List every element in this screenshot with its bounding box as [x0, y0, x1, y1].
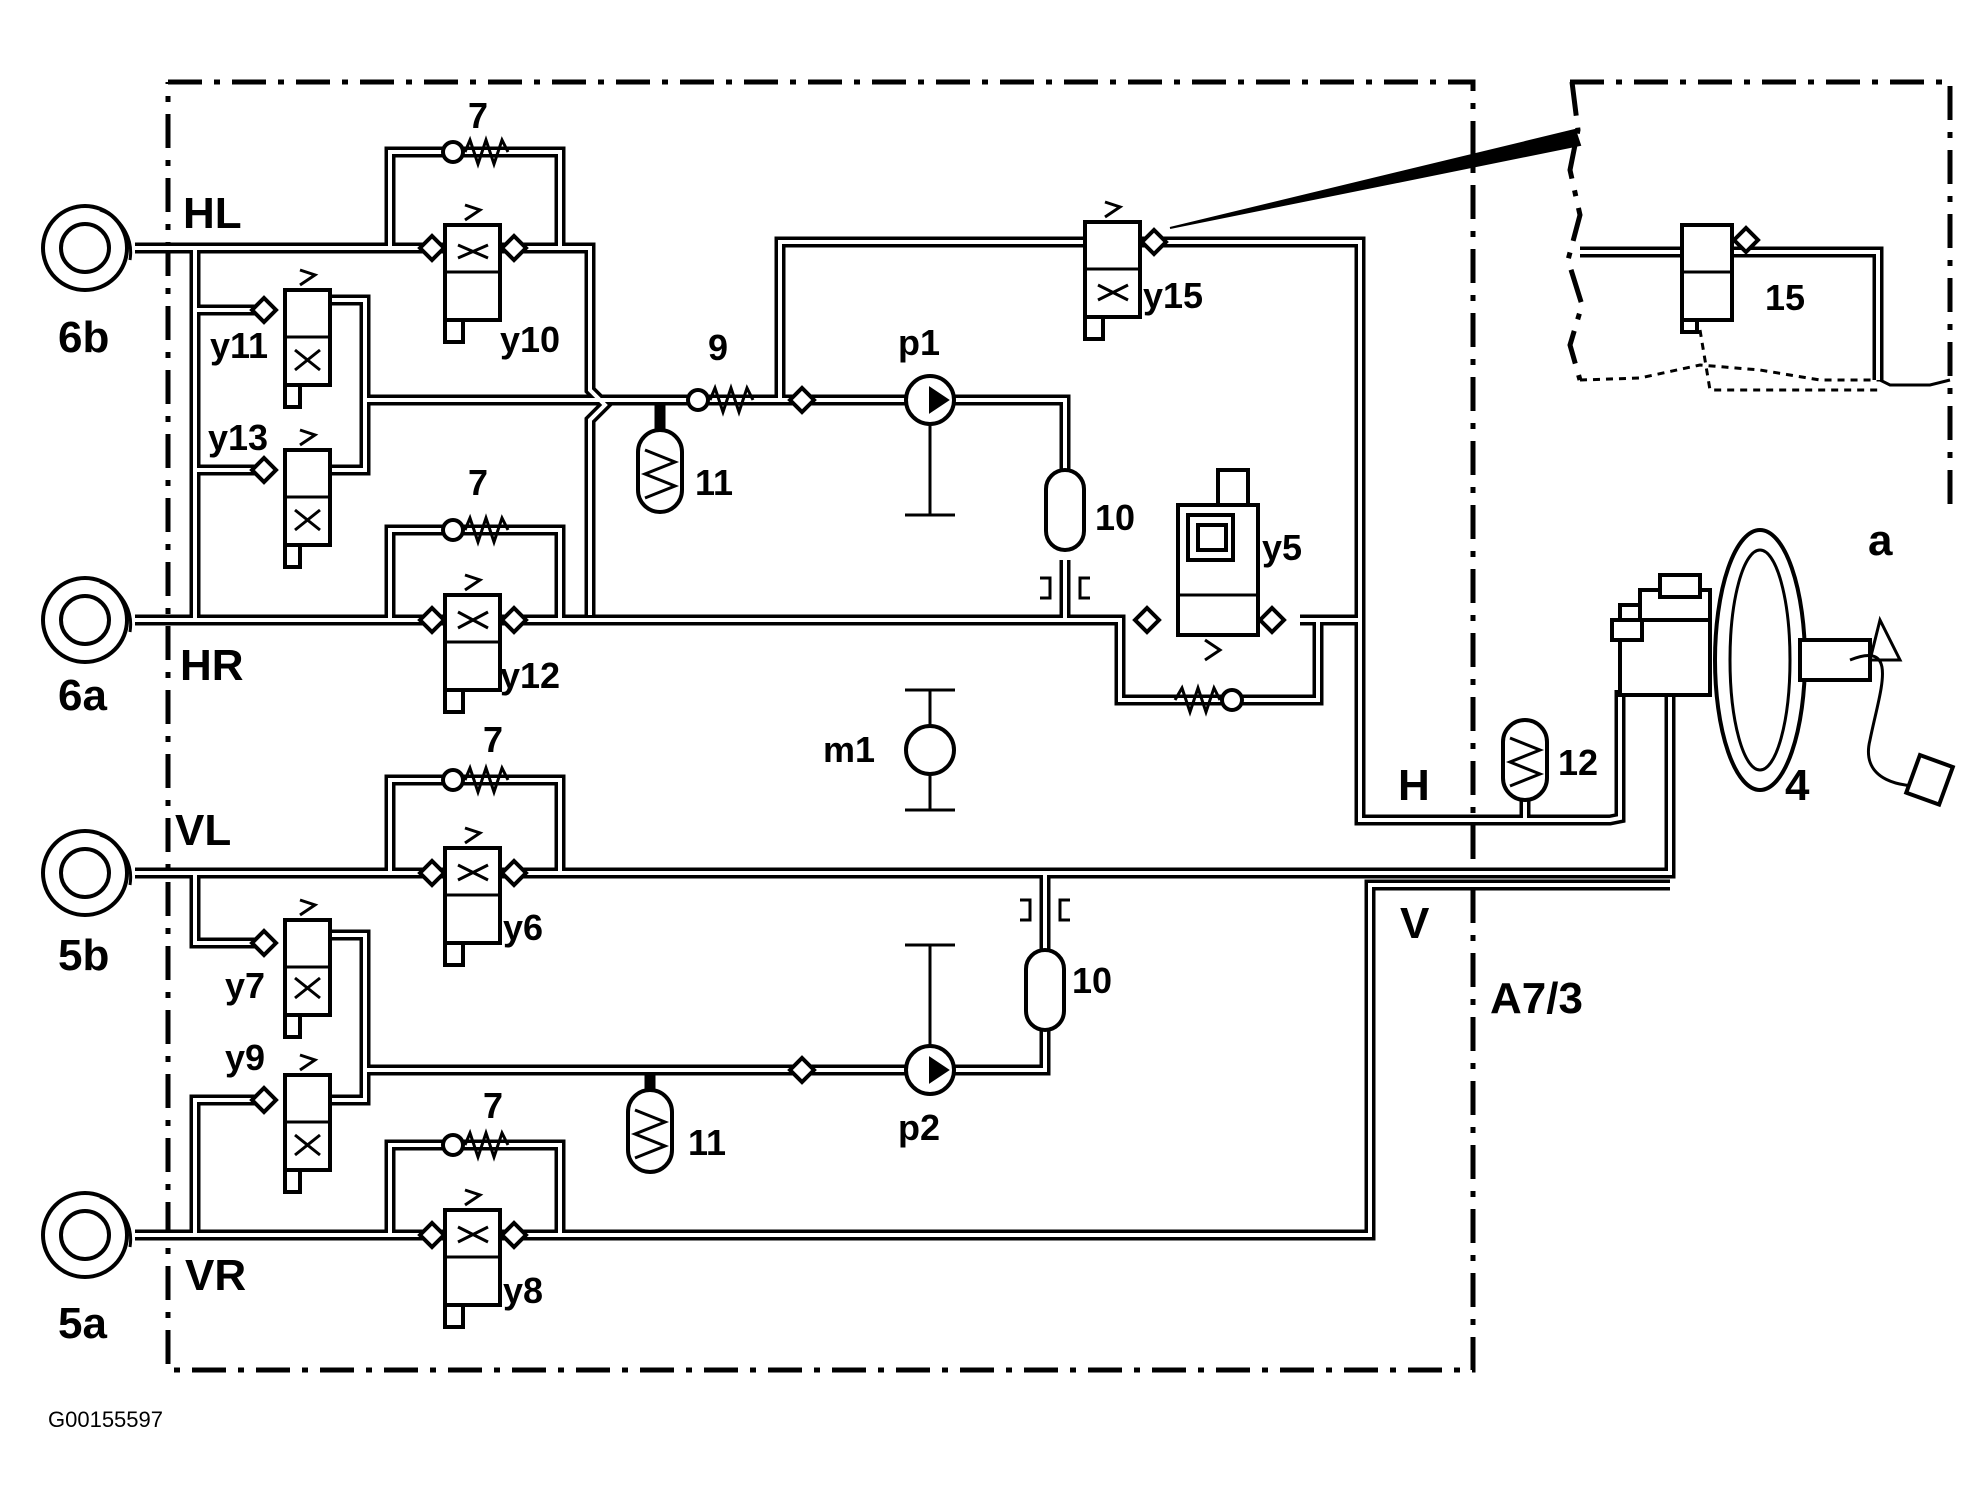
label-check-7-mid: 7 [468, 462, 488, 503]
label-y11: y11 [210, 325, 268, 366]
accumulator-11-bottom [626, 1088, 674, 1174]
label-5a: 5a [58, 1299, 107, 1348]
label-pump-p2: p2 [898, 1107, 940, 1148]
label-damper-10-top: 10 [1095, 497, 1135, 538]
detail-boundary-a [1565, 79, 1953, 510]
label-5b: 5b [58, 931, 109, 980]
master-cylinder-booster-4 [1610, 528, 1956, 808]
wheel-brake-5a [41, 1191, 133, 1279]
solenoid-valve-y11 [249, 268, 332, 409]
label-check-7-front: 7 [483, 719, 503, 760]
label-detail-a: a [1868, 516, 1893, 565]
label-y13: y13 [208, 417, 268, 458]
label-HR: HR [180, 641, 244, 690]
label-unit-A7-3: A7/3 [1490, 974, 1583, 1023]
label-line-H: H [1398, 761, 1430, 810]
wheel-brake-6a [41, 576, 133, 664]
check-valve-7-bottom [441, 1128, 510, 1162]
label-HL: HL [183, 189, 242, 238]
solenoid-valve-15-detail [1680, 223, 1761, 334]
check-valve-y5-bypass [1173, 683, 1244, 717]
damper-10-top [1040, 468, 1090, 600]
wheel-brake-5b [41, 829, 133, 917]
label-detail-15: 15 [1765, 277, 1805, 318]
accumulator-12 [1501, 718, 1549, 802]
solenoid-valve-y7 [249, 898, 332, 1039]
accumulator-11-top [636, 428, 684, 514]
label-y5: y5 [1262, 527, 1302, 568]
label-check-9: 9 [708, 327, 728, 368]
label-6b: 6b [58, 313, 109, 362]
check-valve-9 [686, 383, 817, 417]
solenoid-valve-y13 [249, 428, 332, 569]
wheel-brake-6b [41, 204, 133, 292]
label-accumulator-12: 12 [1558, 742, 1598, 783]
solenoid-valve-y9 [249, 1053, 332, 1194]
label-check-7-bottom: 7 [483, 1085, 503, 1126]
check-valve-7-top [441, 135, 510, 169]
label-damper-10-bottom: 10 [1072, 960, 1112, 1001]
label-y7: y7 [225, 965, 265, 1006]
label-line-V: V [1400, 899, 1430, 948]
check-valve-p2-inlet [787, 1055, 817, 1085]
label-6a: 6a [58, 671, 107, 720]
solenoid-valve-y6 [417, 826, 529, 967]
label-master-4: 4 [1785, 761, 1810, 810]
label-y6: y6 [503, 907, 543, 948]
motor-m1 [904, 688, 956, 812]
solenoid-valve-y15 [1083, 200, 1169, 341]
label-accumulator-11-top: 11 [695, 462, 733, 503]
label-VL: VL [175, 806, 231, 855]
damper-10-bottom [1020, 898, 1070, 1032]
solenoid-valve-y12 [417, 573, 529, 714]
label-accumulator-11-bottom: 11 [688, 1122, 726, 1163]
label-VR: VR [185, 1251, 246, 1300]
label-y9: y9 [225, 1037, 265, 1078]
label-y8: y8 [503, 1270, 543, 1311]
figure-code: G00155597 [48, 1407, 163, 1432]
check-valve-7-mid [441, 513, 510, 547]
solenoid-valve-y8 [417, 1188, 529, 1329]
label-y15: y15 [1143, 275, 1203, 316]
label-motor-m1: m1 [823, 729, 875, 770]
solenoid-valve-y10 [417, 203, 529, 344]
label-pump-p1: p1 [898, 322, 940, 363]
hydraulic-lines [135, 128, 1884, 1241]
unit-boundary-a7-3 [165, 79, 1476, 1373]
label-y10: y10 [500, 319, 560, 360]
solenoid-valve-y5 [1132, 468, 1287, 662]
pump-p1 [904, 374, 956, 517]
check-valve-7-front [441, 763, 510, 797]
label-y12: y12 [500, 655, 560, 696]
label-check-7-top: 7 [468, 95, 488, 136]
pump-p2 [904, 943, 956, 1096]
labels: HL HR VL VR 6b 6a 5b 5a y10 y11 y13 y12 … [48, 95, 1893, 1432]
